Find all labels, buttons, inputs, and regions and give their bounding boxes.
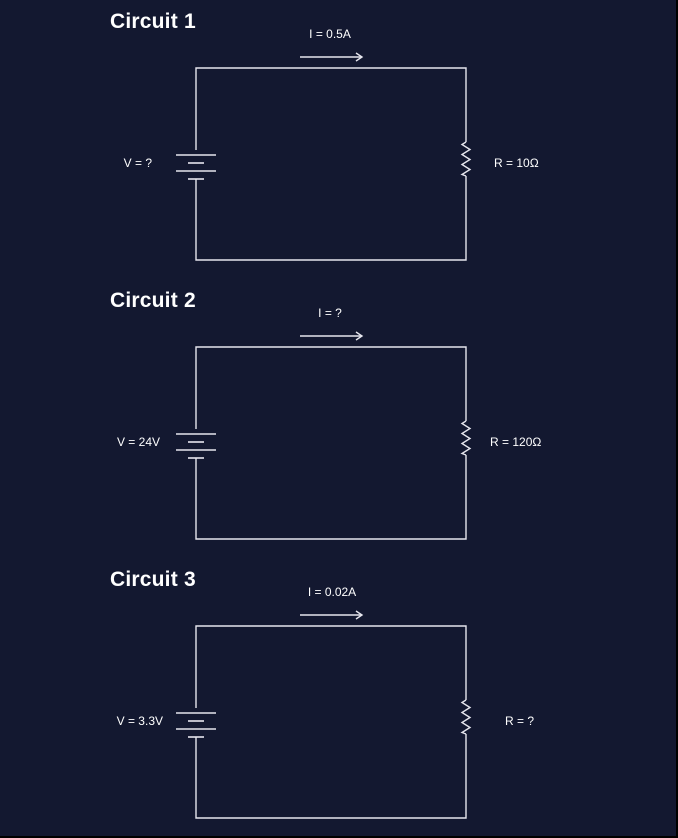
- voltage-label: V = 24V: [116, 435, 160, 449]
- resistance-label: R = ?: [505, 714, 535, 728]
- current-arrowhead: [355, 52, 364, 62]
- wire-loop: [195, 346, 467, 429]
- resistor-symbol: [460, 699, 472, 735]
- wire-loop-bottom: [195, 176, 467, 261]
- current-label: I = 0.5A: [309, 27, 351, 41]
- wire-loop: [195, 67, 467, 150]
- circuit-3: Circuit 3 I = 0.02A V = 3.3V R = ?: [0, 558, 676, 837]
- voltage-label: V = ?: [123, 156, 152, 170]
- circuit-diagram: [176, 610, 472, 819]
- voltage-label: V = 3.3V: [116, 714, 163, 728]
- resistance-label: R = 120Ω: [490, 435, 542, 449]
- circuit-title: Circuit 1: [110, 10, 196, 33]
- wire-loop-bottom: [195, 734, 467, 819]
- resistor-symbol: [460, 420, 472, 456]
- current-label: I = 0.02A: [307, 585, 357, 599]
- battery-symbol: [176, 154, 216, 180]
- resistance-label: R = 10Ω: [494, 156, 539, 170]
- circuit-diagram: [176, 331, 472, 540]
- circuit-1: Circuit 1 I = 0.5A V = ? R = 10Ω: [0, 0, 676, 279]
- battery-symbol: [176, 712, 216, 738]
- current-arrowhead: [355, 331, 364, 341]
- wire-loop-bottom: [195, 455, 467, 540]
- current-label: I = ?: [318, 306, 342, 320]
- circuit-diagram: [176, 52, 472, 261]
- current-arrowhead: [355, 610, 364, 620]
- wire-loop: [195, 625, 467, 708]
- circuit-title: Circuit 3: [110, 568, 196, 591]
- battery-symbol: [176, 433, 216, 459]
- resistor-symbol: [460, 141, 472, 177]
- circuit-title: Circuit 2: [110, 289, 196, 312]
- circuit-2: Circuit 2 I = ? V = 24V R = 120Ω: [0, 279, 676, 558]
